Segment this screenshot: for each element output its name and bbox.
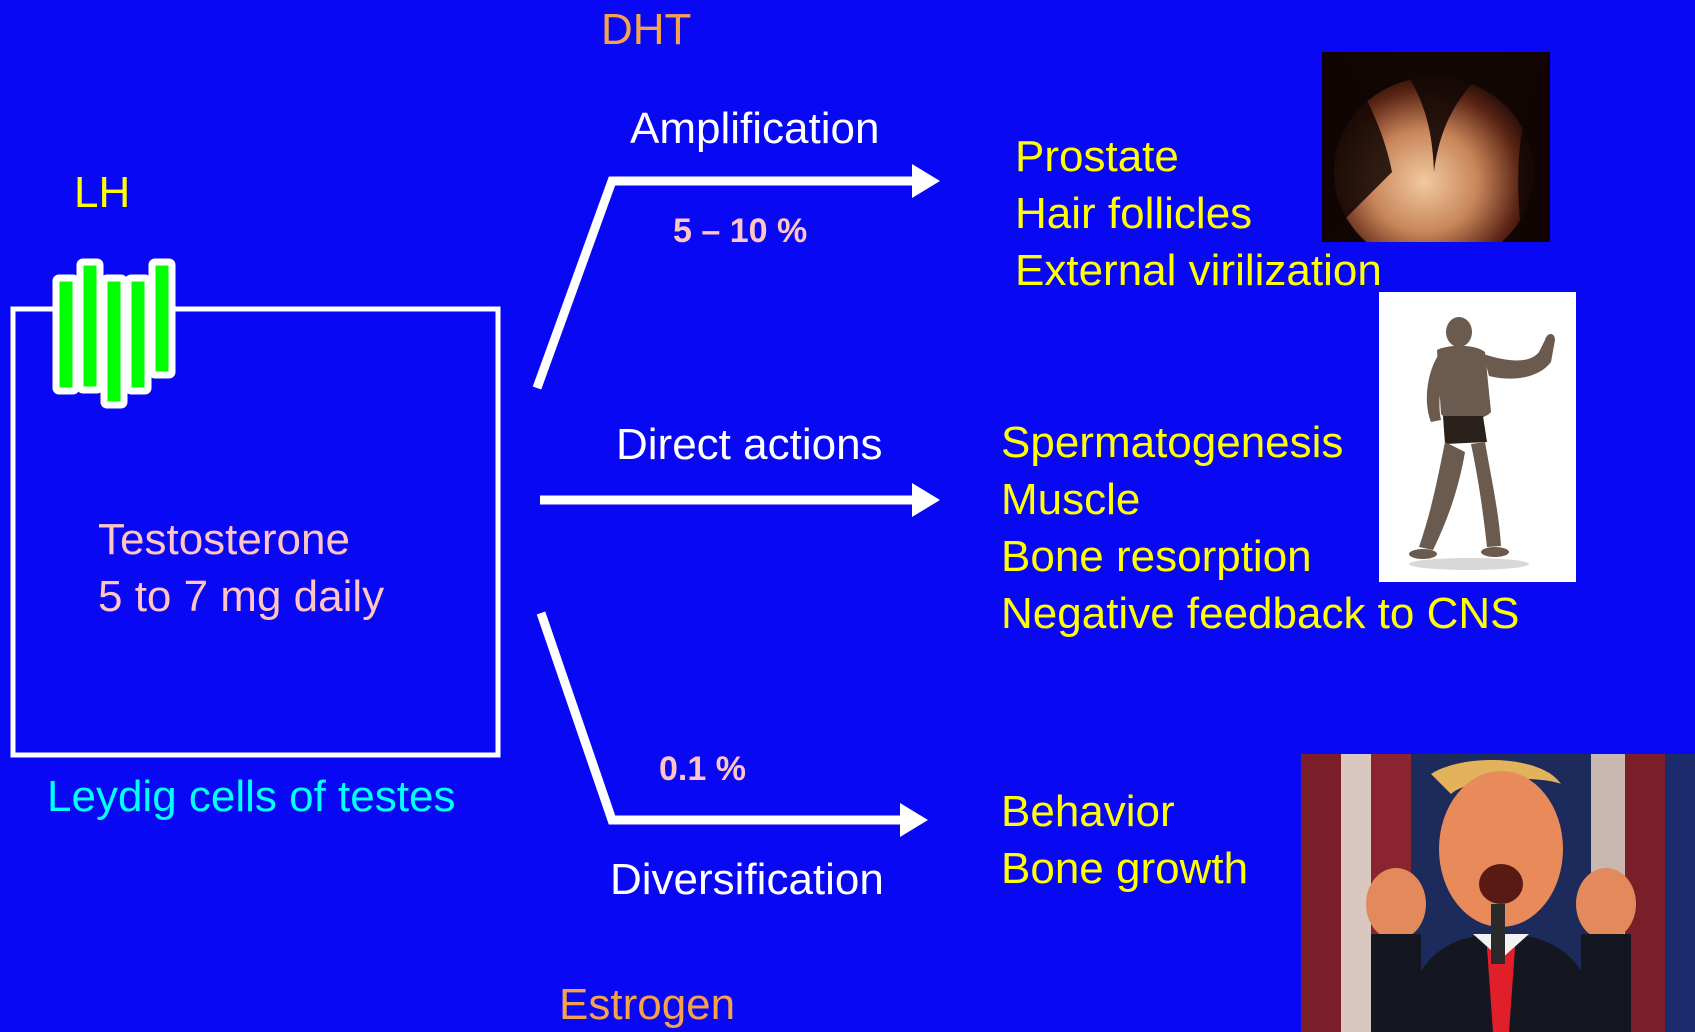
- testosterone-dose: 5 to 7 mg daily: [98, 572, 385, 621]
- direct-arrowhead: [912, 483, 940, 517]
- list-item: Hair follicles: [1015, 189, 1253, 238]
- list-item: Negative feedback to CNS: [1001, 589, 1520, 638]
- testosterone-label: Testosterone: [98, 515, 350, 564]
- shouting-man-photo: [1301, 754, 1695, 1032]
- dht-target-list: Prostate Hair follicles External viriliz…: [1015, 132, 1382, 303]
- balding-scalp-photo: [1322, 52, 1550, 242]
- list-item: Bone resorption: [1001, 532, 1312, 581]
- diversification-arrowhead: [900, 803, 928, 837]
- list-item: Behavior: [1001, 787, 1175, 836]
- leydig-label: Leydig cells of testes: [47, 772, 456, 821]
- direct-target-list: Spermatogenesis Muscle Bone resorption N…: [1001, 418, 1520, 646]
- amplification-percent: 5 – 10 %: [673, 212, 808, 250]
- amplification-arrow: [532, 176, 912, 390]
- dht-label: DHT: [601, 5, 692, 54]
- list-item: Spermatogenesis: [1001, 418, 1344, 467]
- list-item: Prostate: [1015, 132, 1179, 181]
- diversification-percent: 0.1 %: [659, 750, 746, 788]
- diversification-label: Diversification: [610, 855, 884, 904]
- estrogen-label: Estrogen: [559, 980, 736, 1029]
- list-item: Bone growth: [1001, 844, 1249, 893]
- amplification-label: Amplification: [630, 104, 880, 153]
- bodybuilder-photo: [1379, 292, 1576, 582]
- amplification-arrowhead: [912, 164, 940, 198]
- leydig-cell-box: [10, 306, 501, 758]
- list-item: External virilization: [1015, 246, 1382, 295]
- estrogen-target-list: Behavior Bone growth: [1001, 787, 1248, 901]
- diversification-arrow: [536, 611, 902, 825]
- list-item: Muscle: [1001, 475, 1141, 524]
- direct-actions-label: Direct actions: [616, 420, 883, 469]
- lh-label: LH: [74, 168, 131, 217]
